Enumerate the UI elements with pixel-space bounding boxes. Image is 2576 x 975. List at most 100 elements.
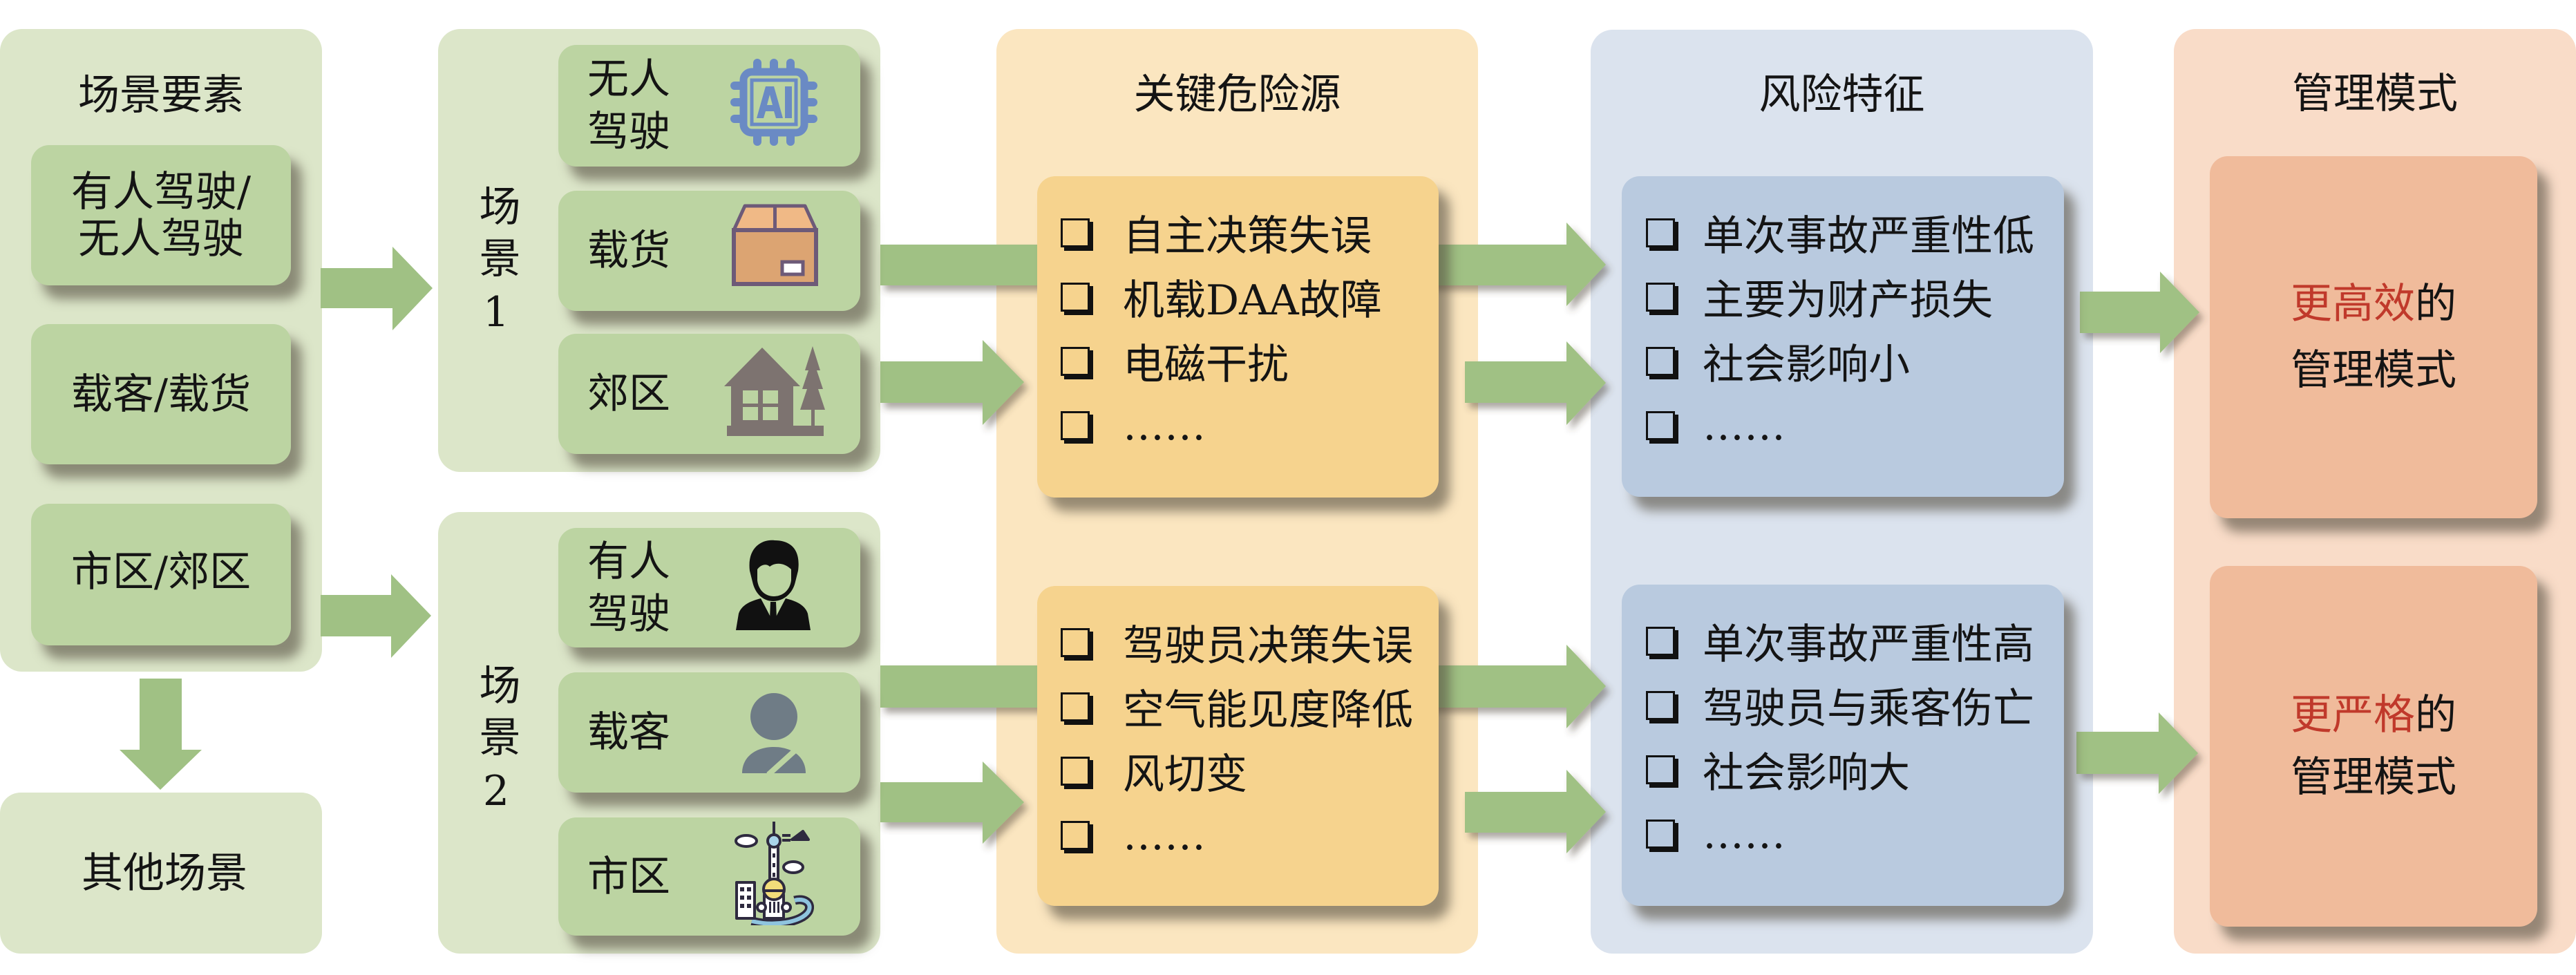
cargo-box-icon [732, 204, 818, 286]
scenario-1-item-unmanned: 无人 驾驶 [558, 45, 860, 167]
checkbox-bullet-icon [1646, 690, 1675, 720]
management-mode-line2: 管理模式 [2291, 346, 2456, 395]
list-item: 单次事故严重性高 [1622, 609, 2064, 673]
other-scenarios-label: 其他场景 [82, 849, 247, 898]
list-item-text: 机载DAA故障 [1123, 276, 1382, 325]
item-label-line: 驾驶 [587, 108, 670, 156]
hazard-group-1: 自主决策失误 机载DAA故障 电磁干扰 …… [1037, 176, 1439, 498]
list-item-text: 主要为财产损失 [1703, 276, 1993, 325]
list-item: …… [1037, 803, 1439, 867]
list-item-text: 电磁干扰 [1123, 341, 1289, 389]
list-item-text: 单次事故严重性低 [1703, 212, 2034, 261]
scenario-2-label: 场景2 [472, 663, 520, 826]
list-item: 空气能见度降低 [1037, 674, 1439, 739]
city-skyline-icon [735, 822, 814, 925]
list-item-text: 社会影响小 [1703, 341, 1910, 389]
list-item-text: 空气能见度降低 [1123, 686, 1413, 735]
scenario-2-item-manned: 有人 驾驶 [558, 528, 860, 647]
risk-features-title: 风险特征 [1759, 70, 1925, 119]
management-highlight-text: 更严格 [2291, 691, 2415, 739]
checkbox-bullet-icon [1646, 410, 1675, 440]
checkbox-bullet-icon [1646, 218, 1675, 247]
item-label-line: 郊区 [587, 370, 670, 418]
suburban-house-icon [724, 346, 825, 436]
ai-chip-icon [730, 59, 817, 146]
item-label-line: 有人 [587, 537, 670, 586]
checkbox-bullet-icon [1646, 819, 1675, 849]
list-item: 驾驶员决策失误 [1037, 610, 1439, 674]
list-item: 电磁干扰 [1037, 329, 1439, 393]
management-mode-efficient: 更高效的 管理模式 [2210, 156, 2537, 518]
scenario-1-label: 场景1 [472, 184, 520, 347]
risk-group-1: 单次事故严重性低 主要为财产损失 社会影响小 …… [1622, 176, 2064, 497]
scenario-1-item-cargo: 载货 [558, 191, 860, 311]
risk-list: 单次事故严重性低 主要为财产损失 社会影响小 …… [1622, 200, 2064, 457]
element-label-line: 有人驾驶/ [70, 167, 252, 216]
other-scenarios-box: 其他场景 [0, 793, 322, 954]
list-item-text: 自主决策失误 [1123, 212, 1372, 261]
scenario-1-item-suburb: 郊区 [558, 334, 860, 454]
checkbox-bullet-icon [1646, 755, 1675, 784]
checkbox-bullet-icon [1061, 346, 1090, 376]
management-suffix-text: 的 [2415, 280, 2456, 328]
scenario-1-panel: 场景1 无人 驾驶 载货 [438, 29, 880, 472]
hazard-group-2: 驾驶员决策失误 空气能见度降低 风切变 …… [1037, 586, 1439, 906]
list-item-text: 单次事故严重性高 [1703, 621, 2034, 669]
arrow-elements-to-other-scenarios [120, 679, 202, 790]
management-mode-line: 更高效的 [2291, 271, 2456, 337]
scenario-2-panel: 场景2 有人 驾驶 载客 市区 [438, 512, 880, 954]
list-item: 社会影响大 [1622, 737, 2064, 802]
management-modes-title: 管理模式 [2292, 70, 2458, 118]
list-item-text: …… [1123, 401, 1206, 450]
key-hazards-panel: 关键危险源 自主决策失误 机载DAA故障 电磁干扰 …… 驾驶员决策失误 空气能… [996, 29, 1478, 954]
pilot-person-icon [736, 540, 811, 630]
list-item: 驾驶员与乘客伤亡 [1622, 673, 2064, 737]
checkbox-bullet-icon [1061, 627, 1090, 657]
list-item: 机载DAA故障 [1037, 265, 1439, 329]
element-box-payload: 载客/载货 [31, 324, 291, 464]
list-item: …… [1037, 393, 1439, 457]
checkbox-bullet-icon [1061, 820, 1090, 850]
management-highlight-text: 更高效 [2291, 280, 2415, 328]
scenario-elements-panel: 场景要素 有人驾驶/ 无人驾驶 载客/载货 市区/郊区 [0, 29, 322, 672]
arrow-hazards-1-to-risks [1465, 341, 1606, 425]
management-suffix-text: 的 [2415, 691, 2456, 739]
list-item: 自主决策失误 [1037, 200, 1439, 265]
list-item-text: 社会影响大 [1703, 749, 1910, 797]
list-item-text: 驾驶员决策失误 [1123, 622, 1413, 670]
element-box-area: 市区/郊区 [31, 504, 291, 645]
list-item-text: 风切变 [1123, 750, 1247, 799]
checkbox-bullet-icon [1061, 282, 1090, 312]
scenario-elements-title: 场景要素 [78, 71, 244, 120]
hazard-list: 驾驶员决策失误 空气能见度降低 风切变 …… [1037, 610, 1439, 867]
management-mode-line2: 管理模式 [2291, 753, 2456, 802]
arrow-elements-to-scenario-1 [321, 247, 433, 330]
element-label-line: 无人驾驶 [78, 214, 244, 263]
passenger-icon [742, 693, 806, 773]
list-item: 风切变 [1037, 739, 1439, 803]
list-item: 主要为财产损失 [1622, 265, 2064, 329]
list-item-text: …… [1123, 811, 1206, 860]
scenario-2-item-passenger: 载客 [558, 672, 860, 793]
management-mode-strict: 更严格的 管理模式 [2210, 566, 2537, 927]
item-label-line: 市区 [587, 852, 670, 901]
management-mode-line: 更严格的 [2291, 684, 2456, 746]
scenario-2-item-urban: 市区 [558, 817, 860, 936]
risk-group-2: 单次事故严重性高 驾驶员与乘客伤亡 社会影响大 …… [1622, 585, 2064, 906]
list-item: …… [1622, 802, 2064, 866]
list-item: 社会影响小 [1622, 329, 2064, 393]
element-label-line: 市区/郊区 [70, 547, 252, 596]
management-modes-panel: 管理模式 更高效的 管理模式 更严格的 管理模式 [2174, 29, 2576, 954]
risk-features-panel: 风险特征 单次事故严重性低 主要为财产损失 社会影响小 …… 单次事故严重性高 … [1591, 30, 2093, 954]
key-hazards-title: 关键危险源 [1133, 70, 1341, 119]
risk-list: 单次事故严重性高 驾驶员与乘客伤亡 社会影响大 …… [1622, 609, 2064, 866]
checkbox-bullet-icon [1061, 756, 1090, 786]
element-box-pilot-mode: 有人驾驶/ 无人驾驶 [31, 145, 291, 285]
list-item-text: …… [1703, 401, 1786, 450]
checkbox-bullet-icon [1061, 410, 1090, 440]
item-label-line: 驾驶 [587, 589, 670, 638]
list-item-text: …… [1703, 809, 1786, 858]
item-label-line: 载客 [587, 708, 670, 757]
element-label-line: 载客/载货 [70, 370, 252, 419]
item-label-line: 无人 [587, 55, 670, 104]
